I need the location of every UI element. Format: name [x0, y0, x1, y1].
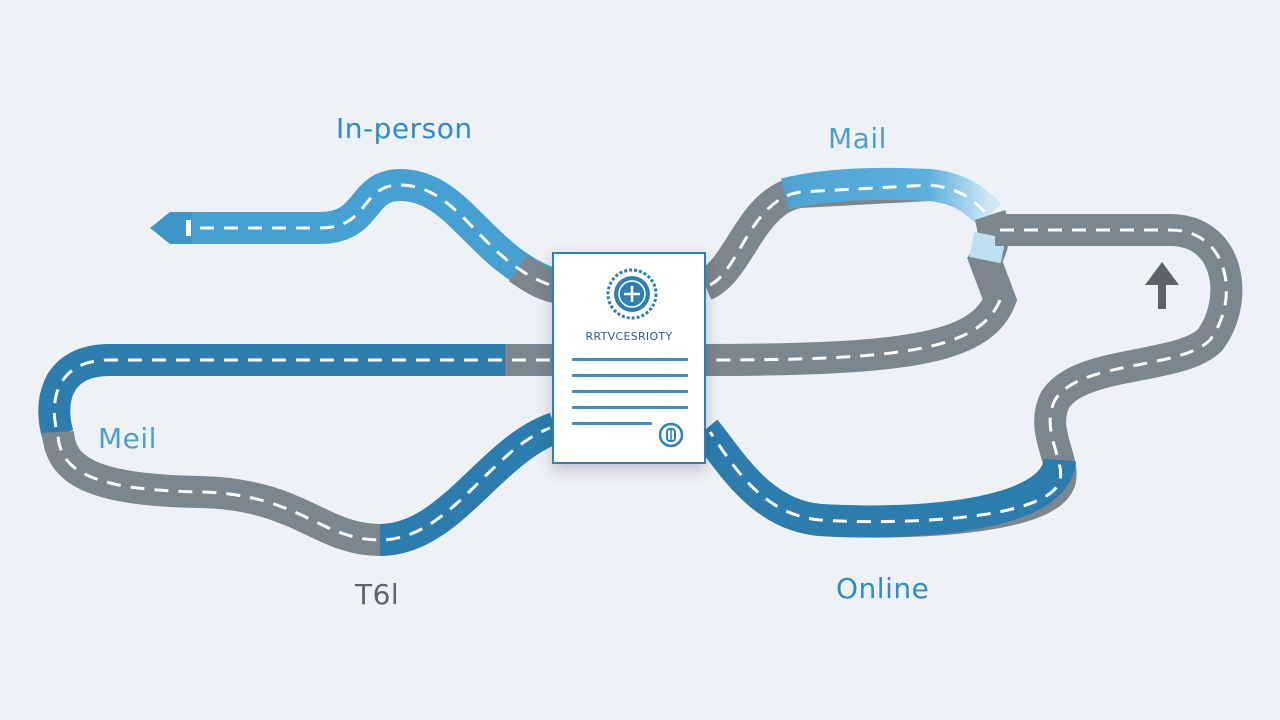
stamp-icon — [658, 422, 684, 448]
up-arrow-icon — [1145, 262, 1179, 309]
arrow-tip-icon — [150, 212, 192, 244]
label-in-person: In-person — [336, 112, 473, 145]
document-card: RRTVCESRIOTY — [552, 252, 706, 464]
document-line — [572, 374, 688, 377]
label-meil: Meil — [98, 422, 157, 455]
road-right-loop — [692, 214, 1243, 538]
document-line — [572, 390, 688, 393]
document-line — [572, 358, 688, 361]
road-mail-top — [697, 167, 1018, 376]
road-in-person — [190, 168, 561, 303]
document-heading: RRTVCESRIOTY — [585, 330, 673, 343]
seal-icon — [606, 268, 658, 320]
label-online: Online — [836, 572, 930, 605]
label-t6l: T6l — [355, 578, 400, 611]
document-line — [572, 422, 652, 425]
document-line — [572, 406, 688, 409]
label-mail-top: Mail — [828, 122, 887, 155]
road-left-loop — [38, 344, 561, 557]
